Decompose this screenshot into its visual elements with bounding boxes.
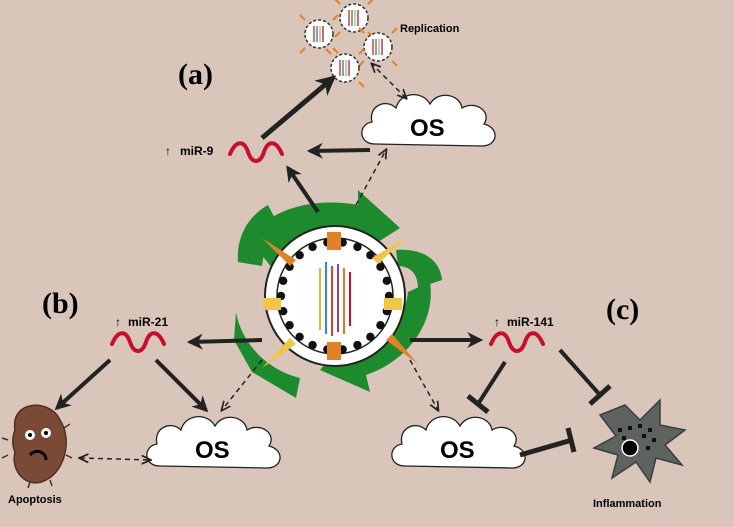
inflammation-label: Inflammation xyxy=(593,498,662,510)
capsid-bead xyxy=(295,250,304,260)
panel-label-c: (c) xyxy=(606,293,639,326)
panel-label-b: (b) xyxy=(42,287,79,320)
capsid-bead xyxy=(285,320,294,330)
capsid-bead xyxy=(308,242,317,252)
arrow-virus-to-os-c xyxy=(409,359,438,410)
capsid-bead xyxy=(295,332,304,342)
arrow-virus-to-mirna-b xyxy=(186,333,263,350)
mirna-a-icon xyxy=(228,141,284,163)
capsid-bead xyxy=(376,320,385,330)
inhibit-mirna-c-to-os-c xyxy=(466,360,507,414)
capsid-bead xyxy=(366,250,375,260)
mirna-a-label: miR-9 xyxy=(180,144,214,158)
capsid-bead xyxy=(285,262,294,272)
os-label-c: OS xyxy=(440,437,475,464)
panel-label-a: (a) xyxy=(178,58,213,91)
arrow-os-a-to-mirna-a xyxy=(306,142,371,159)
capsid-bead xyxy=(278,276,288,285)
capsid-bead xyxy=(353,242,362,252)
mirna-a-up-arrow: ↑ xyxy=(165,144,171,158)
mirna-c-up-arrow: ↑ xyxy=(494,315,500,329)
os-label-b: OS xyxy=(195,437,230,464)
capsid-bead xyxy=(353,340,362,350)
mirna-b-label: miR-21 xyxy=(128,315,168,329)
apoptotic-cell-icon xyxy=(1,404,73,489)
mirna-b-icon xyxy=(110,331,166,353)
os-label-a: OS xyxy=(410,115,445,142)
replication-label: Replication xyxy=(400,23,460,35)
arrow-virus-to-os-b xyxy=(222,359,263,410)
inflammatory-cell-icon xyxy=(592,398,687,484)
arrow-mirna-b-to-apoptosis xyxy=(54,358,112,411)
viral-particle-icon xyxy=(262,225,418,368)
mirna-c-icon xyxy=(489,331,545,353)
capsid-bead xyxy=(382,276,392,285)
mirna-b-up-arrow: ↑ xyxy=(115,315,121,329)
arrow-mirna-b-to-os-b xyxy=(154,358,209,413)
arrow-virus-to-os-a xyxy=(355,150,386,206)
mirna-c-label: miR-141 xyxy=(507,315,554,329)
capsid-bead xyxy=(366,332,375,342)
replication-virions-icon xyxy=(299,0,398,88)
apoptosis-label: Apoptosis xyxy=(8,494,62,506)
capsid-bead xyxy=(278,307,288,316)
arrow-virus-to-mirna-a xyxy=(286,165,320,214)
inhibit-mirna-c-to-inflammation xyxy=(558,348,612,406)
arrow-apoptosis-os-b xyxy=(80,458,150,460)
arrow-os-a-replication xyxy=(372,64,406,98)
capsid-bead xyxy=(308,340,317,350)
arrow-mirna-a-to-replication xyxy=(260,75,337,140)
capsid-bead xyxy=(376,262,385,272)
inhibit-os-c-to-inflammation xyxy=(519,427,577,458)
